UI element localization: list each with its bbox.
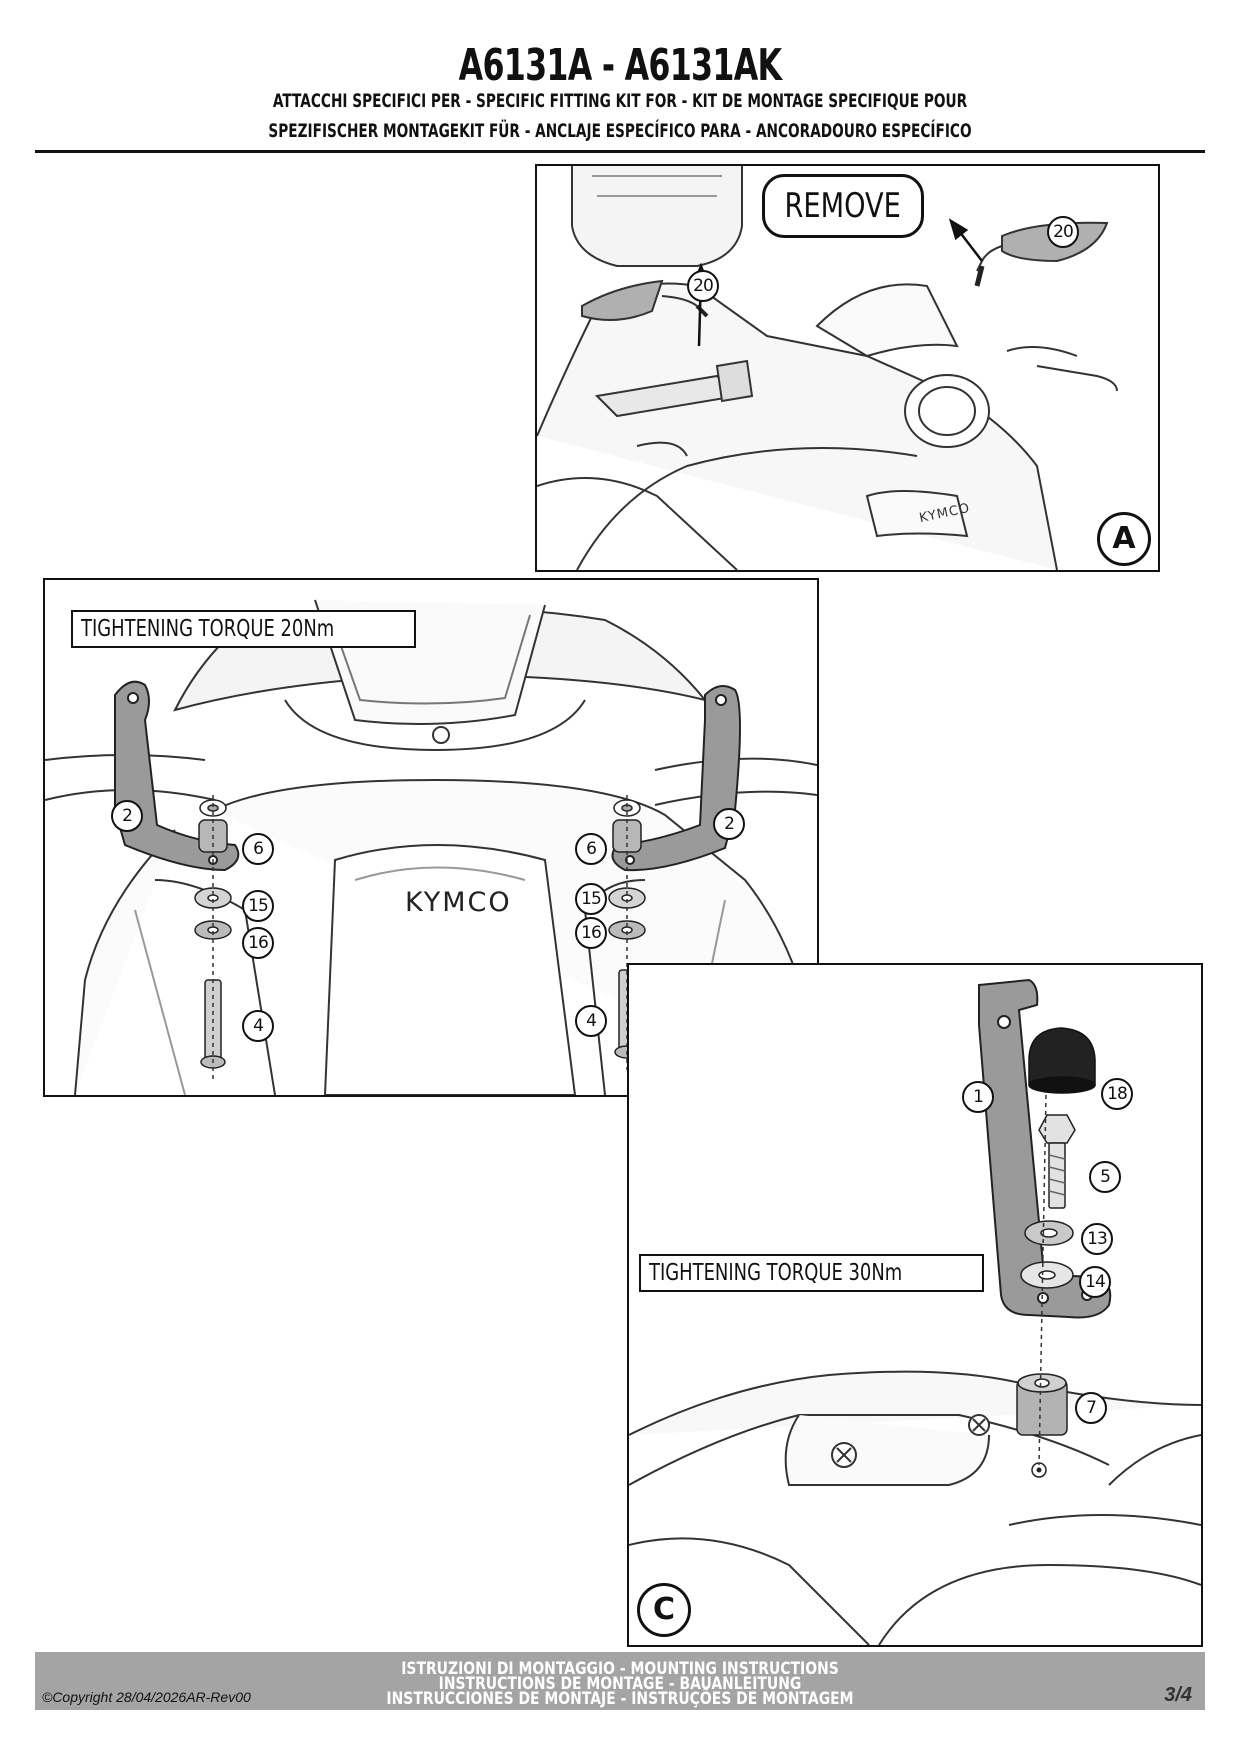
- callout-6-left: 6: [242, 833, 274, 865]
- remove-label: REMOVE: [762, 174, 924, 238]
- footer-line-1: ISTRUZIONI DI MONTAGGIO - MOUNTING INSTR…: [401, 1659, 839, 1679]
- callout-4-left: 4: [242, 1010, 274, 1042]
- callout-15-left: 15: [242, 890, 274, 922]
- panel-c-letter: C: [637, 1583, 691, 1637]
- panel-a: KYMCO REMOVE 20 20 A: [535, 164, 1160, 572]
- callout-15-right: 15: [575, 883, 607, 915]
- header-rule: [35, 150, 1205, 153]
- footer-line-2: INSTRUCTIONS DE MONTAGE - BAUANLEITUNG: [438, 1674, 802, 1694]
- subtitle-line-1: ATTACCHI SPECIFICI PER - SPECIFIC FITTIN…: [272, 90, 968, 112]
- callout-18: 18: [1101, 1078, 1133, 1110]
- callout-14: 14: [1079, 1266, 1111, 1298]
- callout-1: 1: [962, 1081, 994, 1113]
- footer-line-3: INSTRUCCIONES DE MONTAJE - INSTRUÇÕES DE…: [386, 1689, 854, 1709]
- callout-2-right: 2: [713, 808, 745, 840]
- torque-label-30nm: TIGHTENING TORQUE 30Nm: [639, 1254, 984, 1292]
- page-number: 3/4: [1164, 1684, 1192, 1706]
- callout-20-right: 20: [1047, 216, 1079, 248]
- footer-bar: [35, 1652, 1205, 1710]
- callout-4-right: 4: [575, 1005, 607, 1037]
- callout-5: 5: [1089, 1161, 1121, 1193]
- document-title: A6131A - A6131AK: [458, 40, 782, 91]
- panel-c-illustration: [629, 978, 1201, 1645]
- panel-c: TIGHTENING TORQUE 30Nm 1 18 5 13 14 7 C: [627, 963, 1203, 1647]
- callout-2-left: 2: [111, 800, 143, 832]
- callout-6-right: 6: [575, 833, 607, 865]
- panel-a-letter: A: [1097, 512, 1151, 566]
- callout-20-left: 20: [687, 270, 719, 302]
- torque-label-20nm: TIGHTENING TORQUE 20Nm: [71, 610, 416, 648]
- subtitle-line-2: SPEZIFISCHER MONTAGEKIT FÜR - ANCLAJE ES…: [268, 120, 972, 142]
- callout-16-right: 16: [575, 917, 607, 949]
- copyright-notice: ©Copyright 28/04/2026AR-Rev00: [42, 1689, 251, 1705]
- callout-7: 7: [1075, 1392, 1107, 1424]
- callout-13: 13: [1081, 1223, 1113, 1255]
- kymco-badge-b: KYMCO: [405, 887, 512, 918]
- callout-16-left: 16: [242, 927, 274, 959]
